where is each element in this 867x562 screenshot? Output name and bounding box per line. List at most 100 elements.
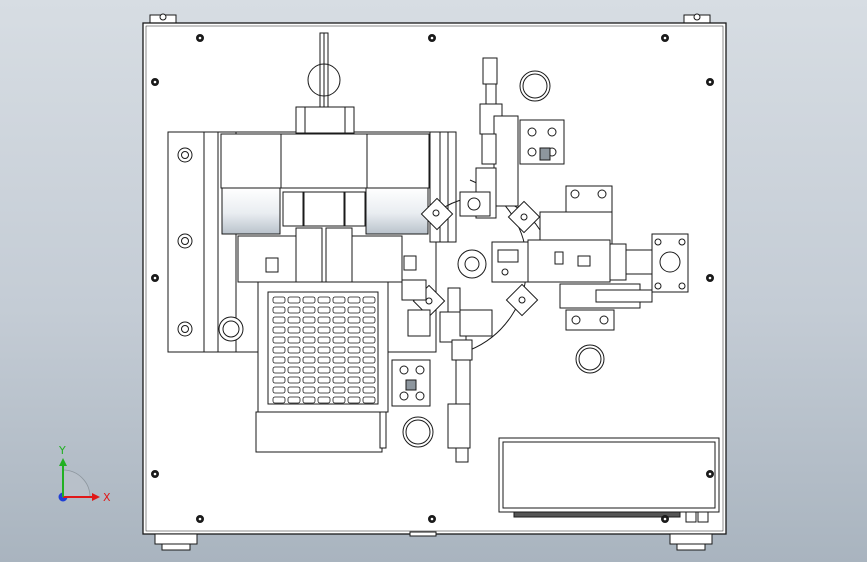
tray-cell xyxy=(317,356,331,364)
tray-cell xyxy=(302,306,316,314)
tray-cell xyxy=(272,356,286,364)
tray-cell xyxy=(272,316,286,324)
tray-cell xyxy=(317,346,331,354)
upper-vertical-slide[interactable] xyxy=(459,57,565,219)
tray-cell xyxy=(287,336,301,344)
tray-cell xyxy=(362,306,376,314)
lower-vertical-slide[interactable] xyxy=(391,279,493,463)
tray-cell xyxy=(287,386,301,394)
tray-cell xyxy=(317,316,331,324)
tray-cell xyxy=(302,296,316,304)
tray-cell xyxy=(272,296,286,304)
tray-cell xyxy=(302,386,316,394)
parts-tray[interactable] xyxy=(255,281,389,453)
tray-cell xyxy=(347,326,361,334)
tray-cell xyxy=(347,316,361,324)
right-horizontal-slide[interactable] xyxy=(491,185,689,293)
tray-cell xyxy=(272,396,286,404)
tray-cell xyxy=(287,326,301,334)
tray-cell xyxy=(302,326,316,334)
tray-cell xyxy=(287,296,301,304)
tray-cell xyxy=(332,396,346,404)
screw-center xyxy=(708,80,712,84)
screw-center xyxy=(153,80,157,84)
tray-cell xyxy=(302,316,316,324)
tray-cell xyxy=(272,326,286,334)
tray-cell xyxy=(347,336,361,344)
tray-cell xyxy=(272,386,286,394)
control-box[interactable] xyxy=(498,437,720,523)
tray-cell xyxy=(332,306,346,314)
tray-cell xyxy=(347,376,361,384)
mounting-feet-top xyxy=(149,13,711,24)
pneumatic-cylinders[interactable] xyxy=(220,133,430,283)
tray-cell xyxy=(347,386,361,394)
tray-cell xyxy=(362,326,376,334)
screw-center xyxy=(198,36,202,40)
coordinate-triad: X Y xyxy=(58,444,111,504)
triad-x-arrow-icon xyxy=(92,493,100,501)
rotary-index-table[interactable] xyxy=(412,179,541,351)
tray-cell xyxy=(317,336,331,344)
tray-cell xyxy=(317,396,331,404)
tray-cell xyxy=(332,366,346,374)
top-guide-rod xyxy=(295,32,355,144)
tray-cell xyxy=(287,306,301,314)
base-plate-inner-edge xyxy=(145,25,724,532)
tray-cell xyxy=(317,376,331,384)
tray-cell xyxy=(347,356,361,364)
left-rail-screws xyxy=(177,147,244,342)
tray-cell xyxy=(347,346,361,354)
tray-grid xyxy=(272,296,376,404)
tray-cell xyxy=(362,376,376,384)
tray-cell xyxy=(332,296,346,304)
rotary-stations[interactable] xyxy=(412,197,541,318)
tray-cell xyxy=(347,296,361,304)
screw-center xyxy=(430,517,434,521)
machine-assembly-top-view[interactable] xyxy=(142,13,727,551)
tray-cell xyxy=(362,356,376,364)
tray-cell xyxy=(272,376,286,384)
screw-center xyxy=(153,472,157,476)
tray-cell xyxy=(287,376,301,384)
tray-cell xyxy=(272,306,286,314)
screw-center xyxy=(153,276,157,280)
screw-center xyxy=(430,36,434,40)
triad-x-label: X xyxy=(103,491,111,504)
tray-cell xyxy=(347,366,361,374)
screw-center xyxy=(663,36,667,40)
screw-center xyxy=(663,517,667,521)
tray-cell xyxy=(332,376,346,384)
tray-cell xyxy=(332,346,346,354)
tray-cell xyxy=(287,346,301,354)
tray-cell xyxy=(287,366,301,374)
lower-right-assembly[interactable] xyxy=(559,283,653,374)
tray-cell xyxy=(302,356,316,364)
tray-cell xyxy=(362,386,376,394)
tray-cell xyxy=(317,386,331,394)
tray-cell xyxy=(362,316,376,324)
triad-y-label: Y xyxy=(58,444,66,457)
tray-cell xyxy=(347,306,361,314)
tray-cell xyxy=(332,316,346,324)
triad-xy-plane-icon xyxy=(62,469,91,498)
tray-cell xyxy=(272,336,286,344)
tray-cell xyxy=(302,396,316,404)
tray-cell xyxy=(332,326,346,334)
tray-cell xyxy=(332,356,346,364)
tray-cell xyxy=(302,336,316,344)
tray-cell xyxy=(362,296,376,304)
tray-cell xyxy=(362,366,376,374)
tray-cell xyxy=(317,296,331,304)
tray-cell xyxy=(302,346,316,354)
tray-cell xyxy=(332,386,346,394)
screw-center xyxy=(198,517,202,521)
triad-y-arrow-icon xyxy=(59,458,67,466)
tray-cell xyxy=(362,396,376,404)
tray-cell xyxy=(302,376,316,384)
screw-center xyxy=(708,472,712,476)
tray-cell xyxy=(362,346,376,354)
tray-cell xyxy=(347,396,361,404)
tray-cell xyxy=(317,366,331,374)
